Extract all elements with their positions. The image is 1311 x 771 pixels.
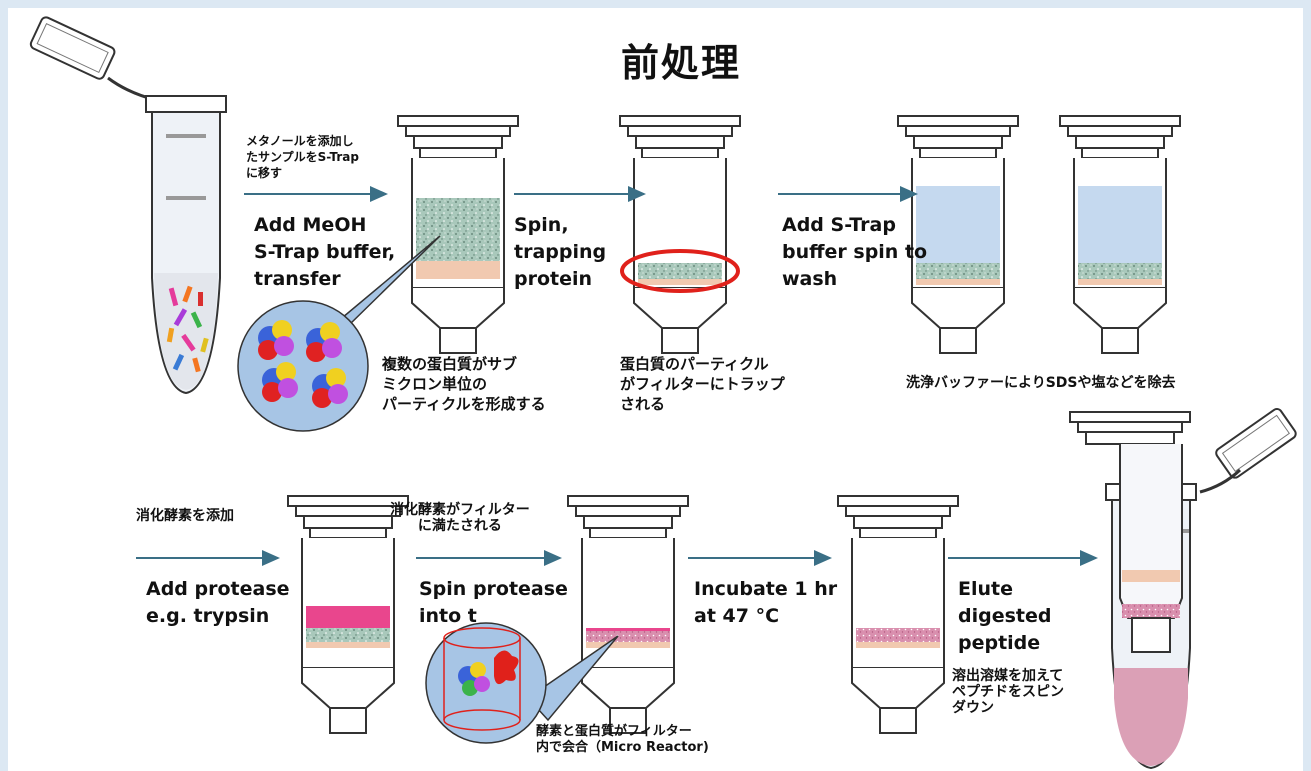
step7-en-label: Elute digested peptide <box>958 578 1052 654</box>
step2-en-label: Spin, trapping protein <box>514 214 607 290</box>
step5-en-label: Spin protease into t <box>419 578 568 627</box>
column-step5 <box>567 495 689 734</box>
step2-note: 蛋白質のパーティクル がフィルターにトラップ される <box>620 355 785 413</box>
column-step6 <box>837 495 959 734</box>
sample-tube <box>29 16 227 395</box>
step3-en-label: Add S-Trap buffer spin to wash <box>782 214 928 290</box>
column-step3a <box>897 115 1019 354</box>
step1-en-label: Add MeOH S-Trap buffer, transfer <box>254 214 396 290</box>
reactor-callout <box>425 622 619 744</box>
column-step1 <box>397 115 519 354</box>
step1-jp-label: メタノールを添加し たサンプルをS-Trap に移す <box>246 134 359 180</box>
protein-particle <box>258 320 294 360</box>
protein-particle <box>262 362 298 402</box>
particle-callout <box>237 235 441 432</box>
workflow-diagram <box>29 16 1297 770</box>
column-step2 <box>619 115 741 354</box>
flow-arrows <box>136 186 1098 566</box>
step4-jp-label: 消化酵素を添加 <box>136 508 234 524</box>
diagram-canvas: 前処理 メタノールを添加し たサンプルをS-Trap に移す Add MeOH … <box>8 8 1303 771</box>
step5-jp-label: 消化酵素がフィルター に満たされる <box>390 502 530 534</box>
step4-en-label: Add protease e.g. trypsin <box>146 578 290 627</box>
protein-particle <box>306 322 342 362</box>
page-title: 前処理 <box>621 41 742 85</box>
protein-particle <box>458 662 490 696</box>
collection-tube <box>1069 407 1297 770</box>
column-step3b <box>1059 115 1181 354</box>
protein-particle <box>312 368 348 408</box>
step6-en-label: Incubate 1 hr at 47 °C <box>694 578 838 627</box>
step1-note: 複数の蛋白質がサブ ミクロン単位の パーティクルを形成する <box>382 355 546 413</box>
step7-jp-label: 溶出溶媒を加えて ペプチドをスピン ダウン <box>952 668 1064 716</box>
step3-note: 洗浄バッファーによりSDSや塩などを除去 <box>906 375 1176 391</box>
step5-note: 酵素と蛋白質がフィルター 内で会合（Micro Reactor) <box>536 724 709 755</box>
column-step4 <box>287 495 409 734</box>
